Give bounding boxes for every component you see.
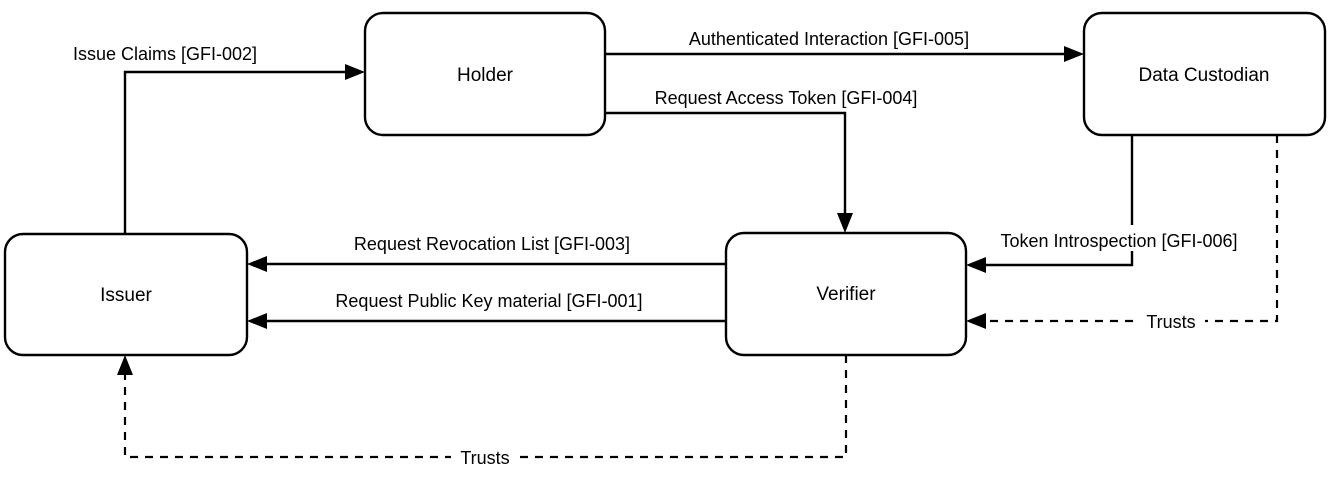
- edge-label-request-revocation-list-bg: [314, 228, 670, 254]
- edge-authenticated-interaction-arrowhead: [1064, 46, 1084, 62]
- edge-label-issue-claims: Issue Claims [GFI-002]: [48, 38, 284, 64]
- edge-trusts-custodian-to-verifier-arrowhead: [966, 313, 986, 329]
- edge-trusts-custodian-to-verifier-path: [984, 135, 1279, 323]
- edge-label-authenticated-interaction-bg: [648, 23, 1010, 49]
- node-issuer[interactable]: Issuer: [3, 232, 249, 357]
- node-data-custodian-shape[interactable]: [1082, 11, 1327, 137]
- edge-token-introspection-path: [984, 135, 1134, 267]
- node-data-custodian-label: Data Custodian: [1139, 65, 1270, 86]
- edge-label-trusts-custodian-text: Trusts: [1146, 312, 1195, 332]
- node-data-custodian[interactable]: Data Custodian: [1082, 11, 1327, 137]
- edge-trusts-custodian-to-verifier: [966, 135, 1279, 329]
- edge-trusts-verifier-to-issuer-path: [123, 355, 848, 459]
- edge-label-trusts-verifier-text: Trusts: [460, 448, 509, 468]
- edge-label-token-introspection-bg: [972, 225, 1266, 251]
- edge-token-introspection: [966, 135, 1134, 273]
- edge-request-access-token-arrowhead: [837, 213, 853, 233]
- edge-request-public-key-material-arrowhead: [247, 313, 267, 329]
- node-issuer-label: Issuer: [100, 285, 152, 306]
- edge-label-request-public-key-material-bg: [296, 285, 682, 311]
- edge-label-request-revocation-list-text: Request Revocation List [GFI-003]: [354, 234, 630, 254]
- edge-trusts-verifier-to-issuer-arrowhead: [117, 355, 133, 375]
- edge-issue-claims-arrowhead: [345, 64, 365, 80]
- edge-label-trusts-custodian: Trusts: [1137, 308, 1205, 332]
- node-issuer-shape[interactable]: [3, 232, 249, 357]
- edge-label-token-introspection: Token Introspection [GFI-006]: [972, 225, 1266, 251]
- node-holder[interactable]: Holder: [363, 11, 607, 137]
- edge-label-request-public-key-material: Request Public Key material [GFI-001]: [296, 285, 682, 311]
- node-verifier-shape[interactable]: [724, 231, 968, 357]
- edge-token-introspection-arrowhead: [966, 257, 986, 273]
- edge-label-request-access-token: Request Access Token [GFI-004]: [624, 82, 948, 108]
- edge-label-request-revocation-list: Request Revocation List [GFI-003]: [314, 228, 670, 254]
- edge-label-trusts-verifier: Trusts: [451, 444, 519, 468]
- edge-label-trusts-verifier-bg: [451, 444, 519, 468]
- edge-label-issue-claims-text: Issue Claims [GFI-002]: [73, 44, 257, 64]
- edge-label-trusts-custodian-bg: [1137, 308, 1205, 332]
- edge-label-authenticated-interaction-text: Authenticated Interaction [GFI-005]: [689, 29, 969, 49]
- node-holder-label: Holder: [457, 65, 514, 86]
- edge-request-public-key-material: [247, 313, 726, 329]
- edge-request-access-token: [605, 111, 853, 233]
- edge-label-token-introspection-text: Token Introspection [GFI-006]: [1000, 231, 1237, 251]
- edge-label-request-access-token-bg: [624, 82, 948, 108]
- edge-label-request-public-key-material-text: Request Public Key material [GFI-001]: [335, 291, 642, 311]
- edge-trusts-verifier-to-issuer: [117, 355, 848, 459]
- edge-request-access-token-path: [605, 111, 847, 215]
- edge-request-revocation-list-arrowhead: [247, 256, 267, 272]
- edge-label-request-access-token-text: Request Access Token [GFI-004]: [655, 88, 918, 108]
- edge-authenticated-interaction: [605, 46, 1084, 62]
- edge-request-revocation-list: [247, 256, 726, 272]
- edge-label-authenticated-interaction: Authenticated Interaction [GFI-005]: [648, 23, 1010, 49]
- node-holder-shape[interactable]: [363, 11, 607, 137]
- edge-label-issue-claims-bg: [48, 38, 284, 64]
- node-verifier[interactable]: Verifier: [724, 231, 968, 357]
- node-verifier-label: Verifier: [816, 284, 876, 305]
